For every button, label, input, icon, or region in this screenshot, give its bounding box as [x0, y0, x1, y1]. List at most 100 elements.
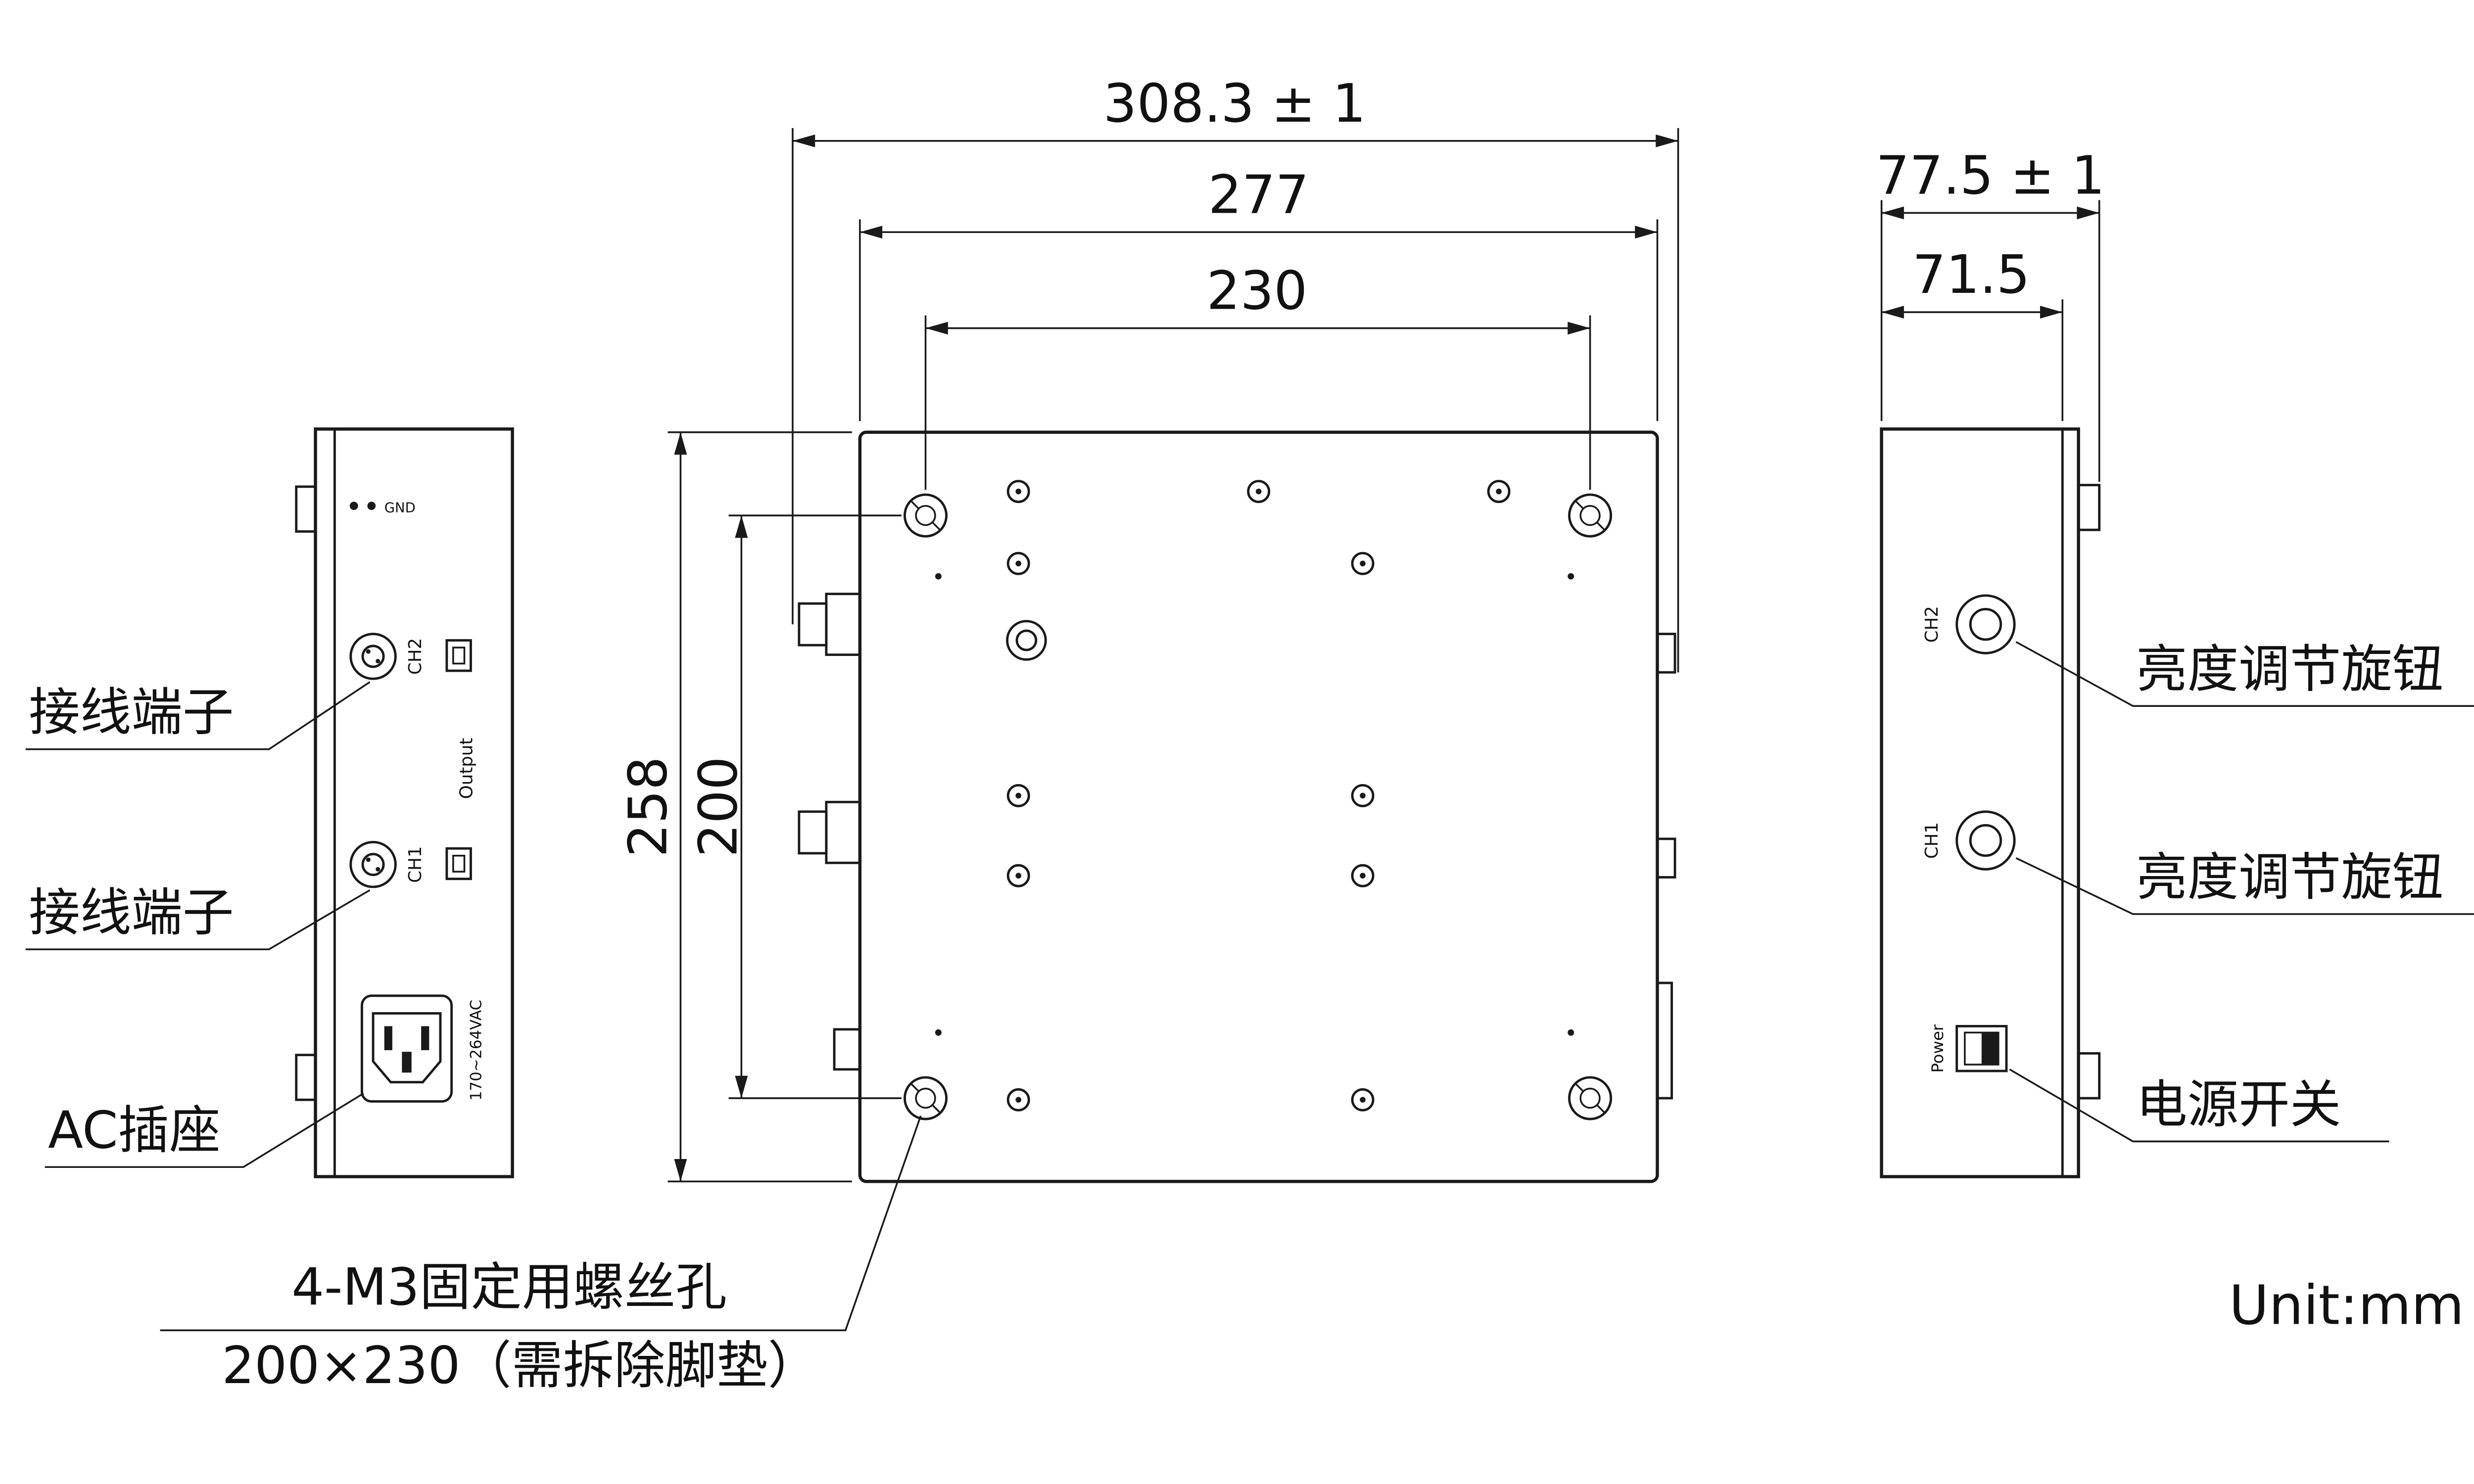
- rear-connector-bump-lower: [798, 800, 861, 864]
- arrowhead-icon: [925, 322, 948, 335]
- voltage-label: 170~264VAC: [467, 1000, 485, 1101]
- terminal-socket-inner: [361, 853, 385, 877]
- output-plug: [445, 847, 472, 881]
- ac-socket-label: AC插座: [48, 1101, 220, 1160]
- arrowhead-icon: [1635, 226, 1658, 239]
- rear-ch2-label: CH2: [405, 638, 426, 675]
- output-plug: [445, 639, 472, 672]
- rear-ch2-terminal: CH2: [349, 633, 472, 680]
- case-hole: [1006, 864, 1030, 887]
- m3-screw-hole: [1568, 493, 1613, 538]
- terminal-pin: [376, 867, 381, 872]
- brightness-lower-label: 亮度调节旋钮: [2136, 848, 2443, 907]
- front-knob-shaft-upper: [1656, 633, 1676, 674]
- connector-bump-tip: [798, 602, 828, 647]
- dim-screw-span-y: 200: [688, 514, 902, 1099]
- knob-inner: [1969, 607, 2002, 641]
- terminal-lower-label: 接线端子: [29, 883, 234, 942]
- case-hole: [1247, 480, 1271, 503]
- arrowhead-icon: [674, 432, 687, 455]
- screw-note-line1: 4-M3固定用螺丝孔: [291, 1258, 727, 1317]
- terminal-pin: [366, 857, 371, 862]
- dim-text: 200: [688, 756, 750, 857]
- rear-view: GND CH2 Output CH1 170~264VAC: [295, 427, 514, 1178]
- callout-ac-socket: AC插座: [45, 1092, 364, 1168]
- callout-terminal-lower: 接线端子: [25, 883, 371, 950]
- arrowhead-icon: [735, 515, 748, 538]
- pilot-hole: [1568, 573, 1574, 580]
- arrowhead-icon: [859, 226, 883, 239]
- connector-bump-base: [825, 800, 861, 864]
- dim-depth: 258: [618, 431, 852, 1183]
- arrowhead-icon: [735, 1075, 748, 1099]
- dimensions: 308.3 ± 1 277 230 258: [618, 73, 2105, 1183]
- leader-line: [25, 889, 371, 950]
- arrowhead-icon: [2040, 306, 2063, 319]
- output-label: Output: [457, 738, 477, 799]
- leader-line: [25, 681, 371, 750]
- case-hole: [1487, 480, 1511, 503]
- pilot-hole: [935, 573, 942, 580]
- dim-text: 277: [1208, 164, 1309, 226]
- arrowhead-icon: [1881, 206, 1904, 220]
- arrowhead-icon: [792, 134, 815, 147]
- terminal-socket-outer: [349, 840, 397, 888]
- rear-ch1-label: CH1: [405, 846, 426, 882]
- front-ch2-label: CH2: [1922, 606, 1942, 643]
- callout-screw-holes: 4-M3固定用螺丝孔 200×230（需拆除脚垫）: [160, 1115, 922, 1395]
- dim-screw-span-x: 230: [924, 261, 1591, 490]
- case-hole: [1006, 1088, 1030, 1112]
- terminal-socket-outer: [349, 633, 397, 680]
- knob-outer: [1955, 810, 2016, 871]
- front-panel-outline: [1880, 427, 2080, 1178]
- dim-text: 77.5 ± 1: [1876, 145, 2105, 207]
- dim-side-overall-width: 77.5 ± 1: [1876, 145, 2105, 482]
- rear-mount-ear-top: [295, 485, 317, 533]
- output-plug-slot: [452, 854, 466, 873]
- front-mount-ear-top: [2077, 484, 2101, 531]
- screw-note-line2: 200×230（需拆除脚垫）: [222, 1336, 819, 1395]
- m3-screw-hole: [904, 493, 948, 538]
- rear-panel-outline: [314, 427, 514, 1178]
- knob-outer: [1955, 594, 2016, 654]
- dim-overall-width: 308.3 ± 1: [792, 73, 1679, 673]
- pilot-hole: [1568, 1029, 1574, 1036]
- leader-line: [2009, 1068, 2389, 1143]
- callout-terminal-upper: 接线端子: [25, 681, 371, 750]
- switch-bezel: [1955, 1025, 2008, 1072]
- ac-pin-slot: [384, 1026, 392, 1050]
- bottom-outline: [858, 430, 1659, 1183]
- brightness-upper-label: 亮度调节旋钮: [2136, 640, 2443, 699]
- front-ch2-knob: CH2: [1922, 594, 2016, 654]
- arrowhead-icon: [2077, 206, 2099, 220]
- terminal-pin: [366, 649, 371, 654]
- switch-rocker-on-half: [1981, 1032, 1998, 1065]
- dim-text: 258: [618, 756, 679, 857]
- unit-label: Unit:mm: [2229, 1273, 2464, 1337]
- case-hole: [1351, 1088, 1375, 1112]
- large-hole: [1006, 620, 1047, 661]
- ac-inlet-bump: [833, 1028, 861, 1071]
- arrowhead-icon: [1881, 306, 1904, 319]
- dim-body-width: 277: [859, 164, 1659, 421]
- leader-line: [2015, 641, 2474, 707]
- m3-screw-hole: [1568, 1076, 1613, 1120]
- case-hole: [1351, 552, 1375, 575]
- dim-text: 230: [1207, 261, 1308, 322]
- gnd-label: GND: [384, 500, 416, 516]
- ac-pin-slot: [402, 1052, 412, 1073]
- bottom-view: [798, 430, 1676, 1183]
- leader-line: [45, 1092, 364, 1168]
- m3-screw-hole: [904, 1076, 948, 1120]
- led-indicator-icon: [367, 502, 376, 510]
- arrowhead-icon: [1568, 322, 1590, 335]
- ac-pin-slot: [421, 1026, 429, 1050]
- led-indicator-icon: [349, 502, 358, 510]
- ac-inlet-body: [360, 994, 453, 1103]
- front-switch-bump: [1656, 981, 1673, 1100]
- connector-bump-base: [825, 593, 861, 656]
- output-plug-slot: [452, 647, 466, 665]
- front-ch1-label: CH1: [1922, 822, 1942, 859]
- terminal-socket-inner: [361, 645, 385, 668]
- power-label: Power: [1928, 1024, 1947, 1073]
